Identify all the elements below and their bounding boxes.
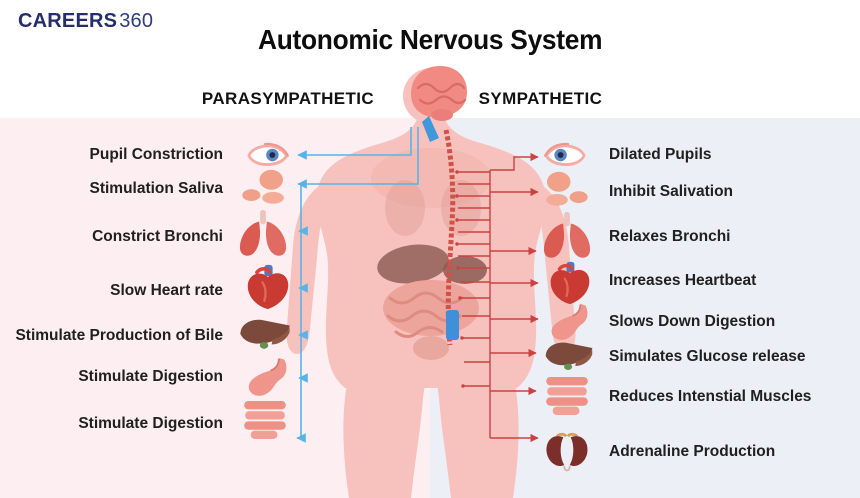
para-label-pupil: Pupil Constriction (89, 146, 223, 163)
logo-brand-text: CAREERS (18, 10, 118, 32)
symp-label-saliva: Inhibit Salivation (609, 183, 734, 200)
parasympathetic-lines (296, 127, 419, 443)
liver-icon (542, 340, 596, 374)
heart-icon (546, 261, 594, 305)
sympathetic-junction-dots (455, 170, 465, 388)
salivary-glands-icon (540, 170, 592, 208)
intestine-icon (240, 397, 290, 443)
page-title: Autonomic Nervous System (257, 24, 603, 55)
salivary-glands-icon (238, 168, 290, 206)
symp-label-bronchi: Relaxes Bronchi (609, 228, 731, 245)
para-label-bronchi: Constrict Bronchi (92, 228, 223, 245)
parasympathetic-header: PARASYMPATHETIC (201, 89, 375, 108)
intestine-icon (542, 373, 592, 419)
para-label-digestion: Stimulate Digestion (78, 368, 223, 385)
liver-icon (238, 317, 292, 353)
symp-label-heart: Increases Heartbeat (609, 272, 757, 289)
human-body-illustration (286, 66, 576, 498)
symp-label-adrenaline: Adrenaline Production (609, 443, 776, 460)
stomach-icon (546, 302, 592, 342)
kidneys-icon (544, 432, 590, 472)
lungs-icon (236, 208, 290, 258)
para-label-intestine: Stimulate Digestion (78, 415, 223, 432)
eye-icon (246, 141, 290, 169)
lungs-icon (540, 210, 594, 260)
spinal-cord (443, 129, 456, 346)
brain (411, 66, 467, 142)
stomach-icon (244, 356, 290, 398)
sympathetic-header: SYMPATHETIC (478, 89, 603, 108)
symp-label-pupils: Dilated Pupils (609, 146, 712, 163)
symp-label-digestion: Slows Down Digestion (609, 313, 776, 330)
para-label-heart: Slow Heart rate (110, 282, 223, 299)
para-label-bile: Stimulate Production of Bile (15, 327, 223, 344)
logo-suffix-text: 360 (119, 10, 154, 32)
symp-label-intestine: Reduces Intenstial Muscles (609, 388, 812, 405)
sympathetic-lines (458, 152, 539, 443)
symp-label-glucose: Simulates Glucose release (609, 348, 806, 365)
eye-icon (543, 141, 587, 169)
heart-icon (244, 264, 292, 310)
para-label-saliva: Stimulation Saliva (89, 180, 223, 197)
